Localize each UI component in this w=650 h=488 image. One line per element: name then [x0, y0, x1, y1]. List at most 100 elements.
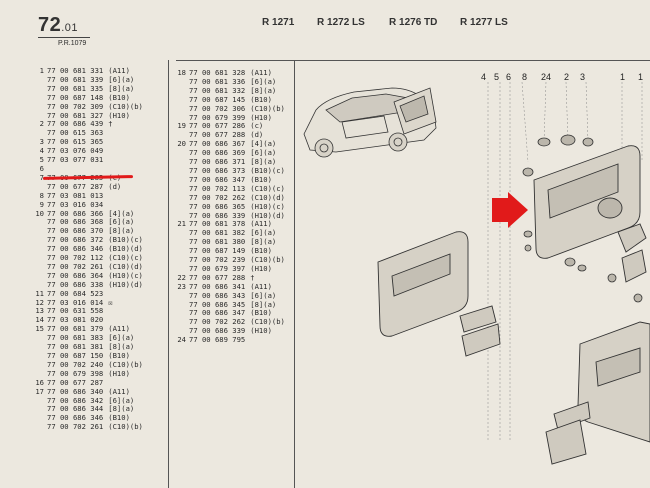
item-number: 16: [35, 377, 44, 387]
callout-1-second: 1: [638, 72, 644, 82]
part-number: 77 00 702 262: [189, 317, 246, 327]
part-number: 77 00 686 341: [189, 281, 246, 291]
part-code: [8](a): [108, 226, 135, 236]
item-number: [35, 405, 44, 414]
part-code: [8](a): [250, 157, 277, 167]
part-number: 77 00 677 287: [47, 377, 104, 387]
part-row: 77 00 686 347(B10): [177, 309, 285, 318]
item-number: [177, 185, 186, 194]
part-code: (c): [250, 121, 264, 131]
part-number: 77 00 681 382: [189, 228, 246, 238]
part-row: 77 00 687 148(B10): [35, 93, 143, 103]
part-number: 77 00 702 239: [189, 255, 246, 265]
part-code: ☒: [108, 297, 113, 307]
part-code: (C10)(b): [108, 359, 143, 369]
part-code: (C10)(d): [108, 261, 143, 271]
part-number: 77 00 681 378: [189, 219, 246, 229]
part-number: 77 00 687 145: [189, 94, 246, 104]
part-code: [4](a): [250, 139, 277, 149]
part-row: 77 00 686 342[6](a): [35, 395, 143, 406]
part-number: 77 00 686 365: [189, 201, 246, 211]
part-code: (C10)(d): [250, 192, 285, 202]
part-row: 77 00 679 399(H10): [177, 112, 285, 123]
armrests-and-handles: [459, 223, 647, 465]
item-number: [177, 309, 186, 318]
item-number: [177, 105, 186, 114]
part-code: [8](a): [108, 404, 135, 414]
part-code: (H10)(c): [250, 201, 285, 211]
part-code: [6](a): [250, 148, 277, 158]
part-row: 77 00 687 145(B10): [177, 94, 285, 105]
part-number: 77 00 686 371: [189, 157, 246, 167]
part-number: 77 00 686 368: [47, 217, 104, 227]
part-row: 77 00 702 239(C10)(b): [177, 255, 285, 265]
part-code: (H10): [250, 263, 272, 273]
item-number: 23: [177, 281, 186, 291]
part-code: (H10): [250, 326, 272, 336]
part-row: 77 00 686 369[6](a): [177, 148, 285, 158]
part-code: (H10): [108, 368, 130, 378]
part-code: (B10): [250, 174, 272, 184]
item-number: [177, 176, 186, 185]
model-prefix: R: [460, 17, 468, 28]
part-row: 77 00 702 309(C10)(b): [35, 102, 143, 112]
item-number: 20: [177, 139, 186, 149]
part-code: [6](a): [250, 228, 277, 238]
part-number: 77 00 681 336: [189, 76, 246, 86]
part-code: (B10): [250, 246, 272, 256]
part-number: 77 00 702 113: [189, 183, 246, 193]
part-number: 77 03 016 014: [47, 297, 104, 307]
part-number: 77 00 677 286: [189, 121, 246, 131]
part-row: 77 00 681 327(H10): [35, 111, 143, 121]
callout-2: 2: [564, 72, 570, 82]
part-row: 77 00 702 112 (C10)(c): [35, 253, 143, 263]
part-code: (B10)(c): [250, 165, 285, 175]
part-code: †: [108, 119, 113, 129]
part-number: 77 00 686 346: [47, 244, 104, 254]
part-code: (B10): [250, 308, 272, 318]
part-code: [8](a): [108, 342, 135, 352]
part-row: 77 00 681 383[6](a): [35, 333, 143, 343]
item-number: [177, 203, 186, 212]
part-number: 77 00 702 112: [47, 253, 104, 263]
item-number: [177, 256, 186, 265]
model-prefix: R: [262, 17, 270, 28]
callout-5: 5: [494, 72, 500, 82]
part-number: 77 00 677 287: [47, 181, 104, 191]
part-code: [6](a): [108, 333, 135, 343]
callout-3: 3: [580, 72, 586, 82]
part-row: 77 00 686 339(H10)(d): [177, 211, 285, 221]
part-code: [6](a): [108, 395, 135, 405]
item-number: 21: [177, 219, 186, 229]
item-number: [177, 238, 186, 247]
part-number: 77 00 681 331: [47, 66, 104, 75]
item-number: [177, 167, 186, 176]
part-row: 77 00 677 287(d): [35, 181, 143, 192]
model-header: R 1271 R 1272 LS R 1276 TD R 1277 LS: [0, 17, 650, 31]
car-illustration-icon: [303, 87, 437, 158]
part-number: 77 00 681 332: [189, 85, 246, 95]
part-code: (H10): [250, 112, 272, 122]
part-number: 77 00 681 379: [47, 324, 104, 334]
part-code: (C10)(c): [108, 253, 143, 263]
part-code: [8](a): [250, 299, 277, 309]
section-main: 72: [38, 14, 62, 36]
section-sub: .01: [61, 22, 79, 34]
item-number: [177, 87, 186, 96]
part-row: 77 00 702 262(C10)(b): [177, 317, 285, 327]
part-number: 77 00 702 306: [189, 103, 246, 113]
part-code: (A11): [250, 281, 272, 291]
item-number: [177, 78, 186, 87]
part-row: 77 00 686 346(B10): [35, 413, 143, 423]
part-code: [6](a): [108, 217, 135, 227]
part-number: 77 00 681 328: [189, 68, 246, 77]
part-number: 77 00 686 339: [189, 326, 246, 336]
